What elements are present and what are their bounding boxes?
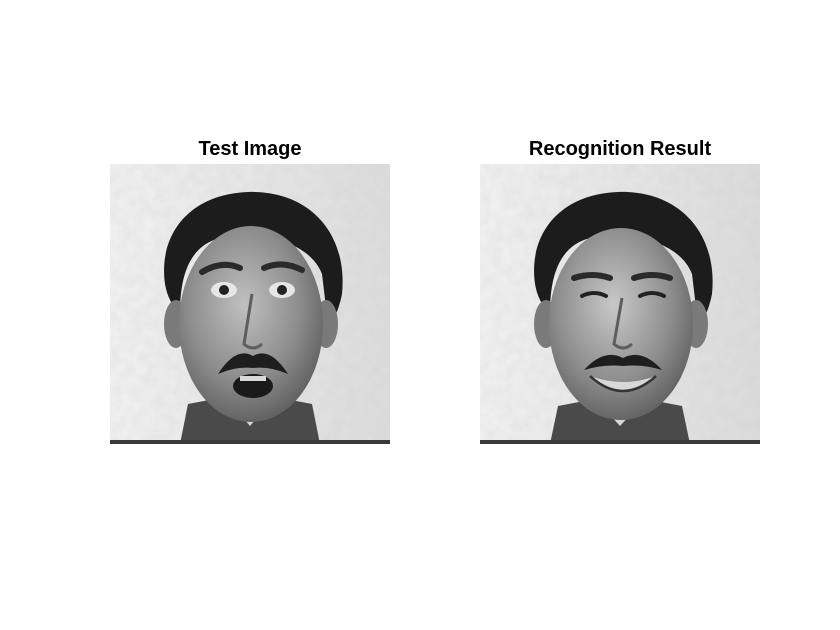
recognition-result-title: Recognition Result (528, 138, 712, 160)
test-image-photo (110, 164, 390, 444)
recognition-result-photo (480, 164, 760, 444)
test-image-panel: Test Image (110, 136, 390, 444)
test-image-title: Test Image (198, 138, 302, 160)
recognition-result-panel: Recognition Result (480, 136, 760, 444)
